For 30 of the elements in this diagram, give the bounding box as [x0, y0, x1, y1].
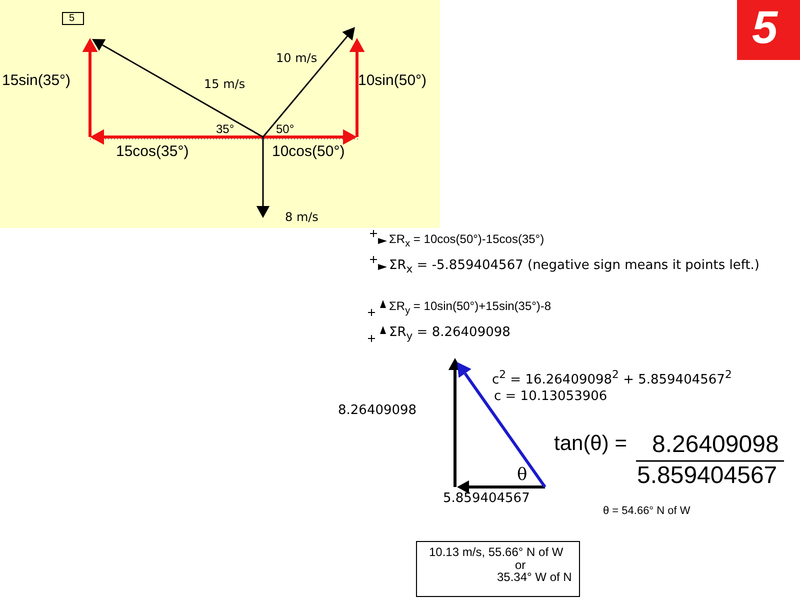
- answer-text: 10.13 m/s, 55.66° N of W: [429, 546, 564, 560]
- angle-label: 35°: [216, 123, 234, 137]
- component-label: 10sin(50°): [358, 72, 427, 90]
- angle-label: 50°: [276, 123, 294, 137]
- side-length-label: 8.26409098: [338, 404, 417, 419]
- component-label: 10cos(50°): [272, 143, 345, 160]
- equation: θ = 54.66° N of W: [603, 505, 690, 518]
- numerator: 8.26409098: [652, 431, 779, 459]
- equation: tan(θ) =: [554, 432, 627, 456]
- component-label: 15cos(35°): [116, 143, 189, 160]
- equation: ΣR$_{y}$ = 10sin(50°)+15sin(35°)-8: [389, 300, 552, 317]
- angle-label: θ: [517, 466, 528, 486]
- component-label: 15sin(35°): [2, 72, 71, 90]
- speed-label: 10 m/s: [276, 52, 318, 66]
- number-text: 5: [752, 2, 778, 53]
- side-length-label: 5.859404567: [443, 492, 530, 507]
- answer-text: 35.34° W of N: [497, 571, 572, 584]
- denominator: 5.859404567: [637, 462, 778, 490]
- number-badge: [737, 0, 800, 60]
- equation: c$^{2}$ = 16.26409098$^{2}$ + 5.859404567$^{2}$: [492, 369, 732, 388]
- equation: ΣR$_{x}$ = -5.859404567 (negative sign means it points left.): [389, 259, 760, 276]
- speed-label: 8 m/s: [285, 211, 318, 225]
- answer-box: [416, 541, 580, 597]
- equation: ΣR$_{y}$ = 8.26409098: [389, 326, 510, 344]
- equation: ΣR$_{x}$ = 10cos(50°)-15cos(35°): [389, 233, 544, 250]
- answer-text: or: [515, 559, 526, 572]
- speed-label: 15 m/s: [204, 78, 246, 92]
- number-box: [62, 12, 84, 25]
- equation: c = 10.13053906: [494, 390, 608, 405]
- number-text: 5: [69, 13, 75, 24]
